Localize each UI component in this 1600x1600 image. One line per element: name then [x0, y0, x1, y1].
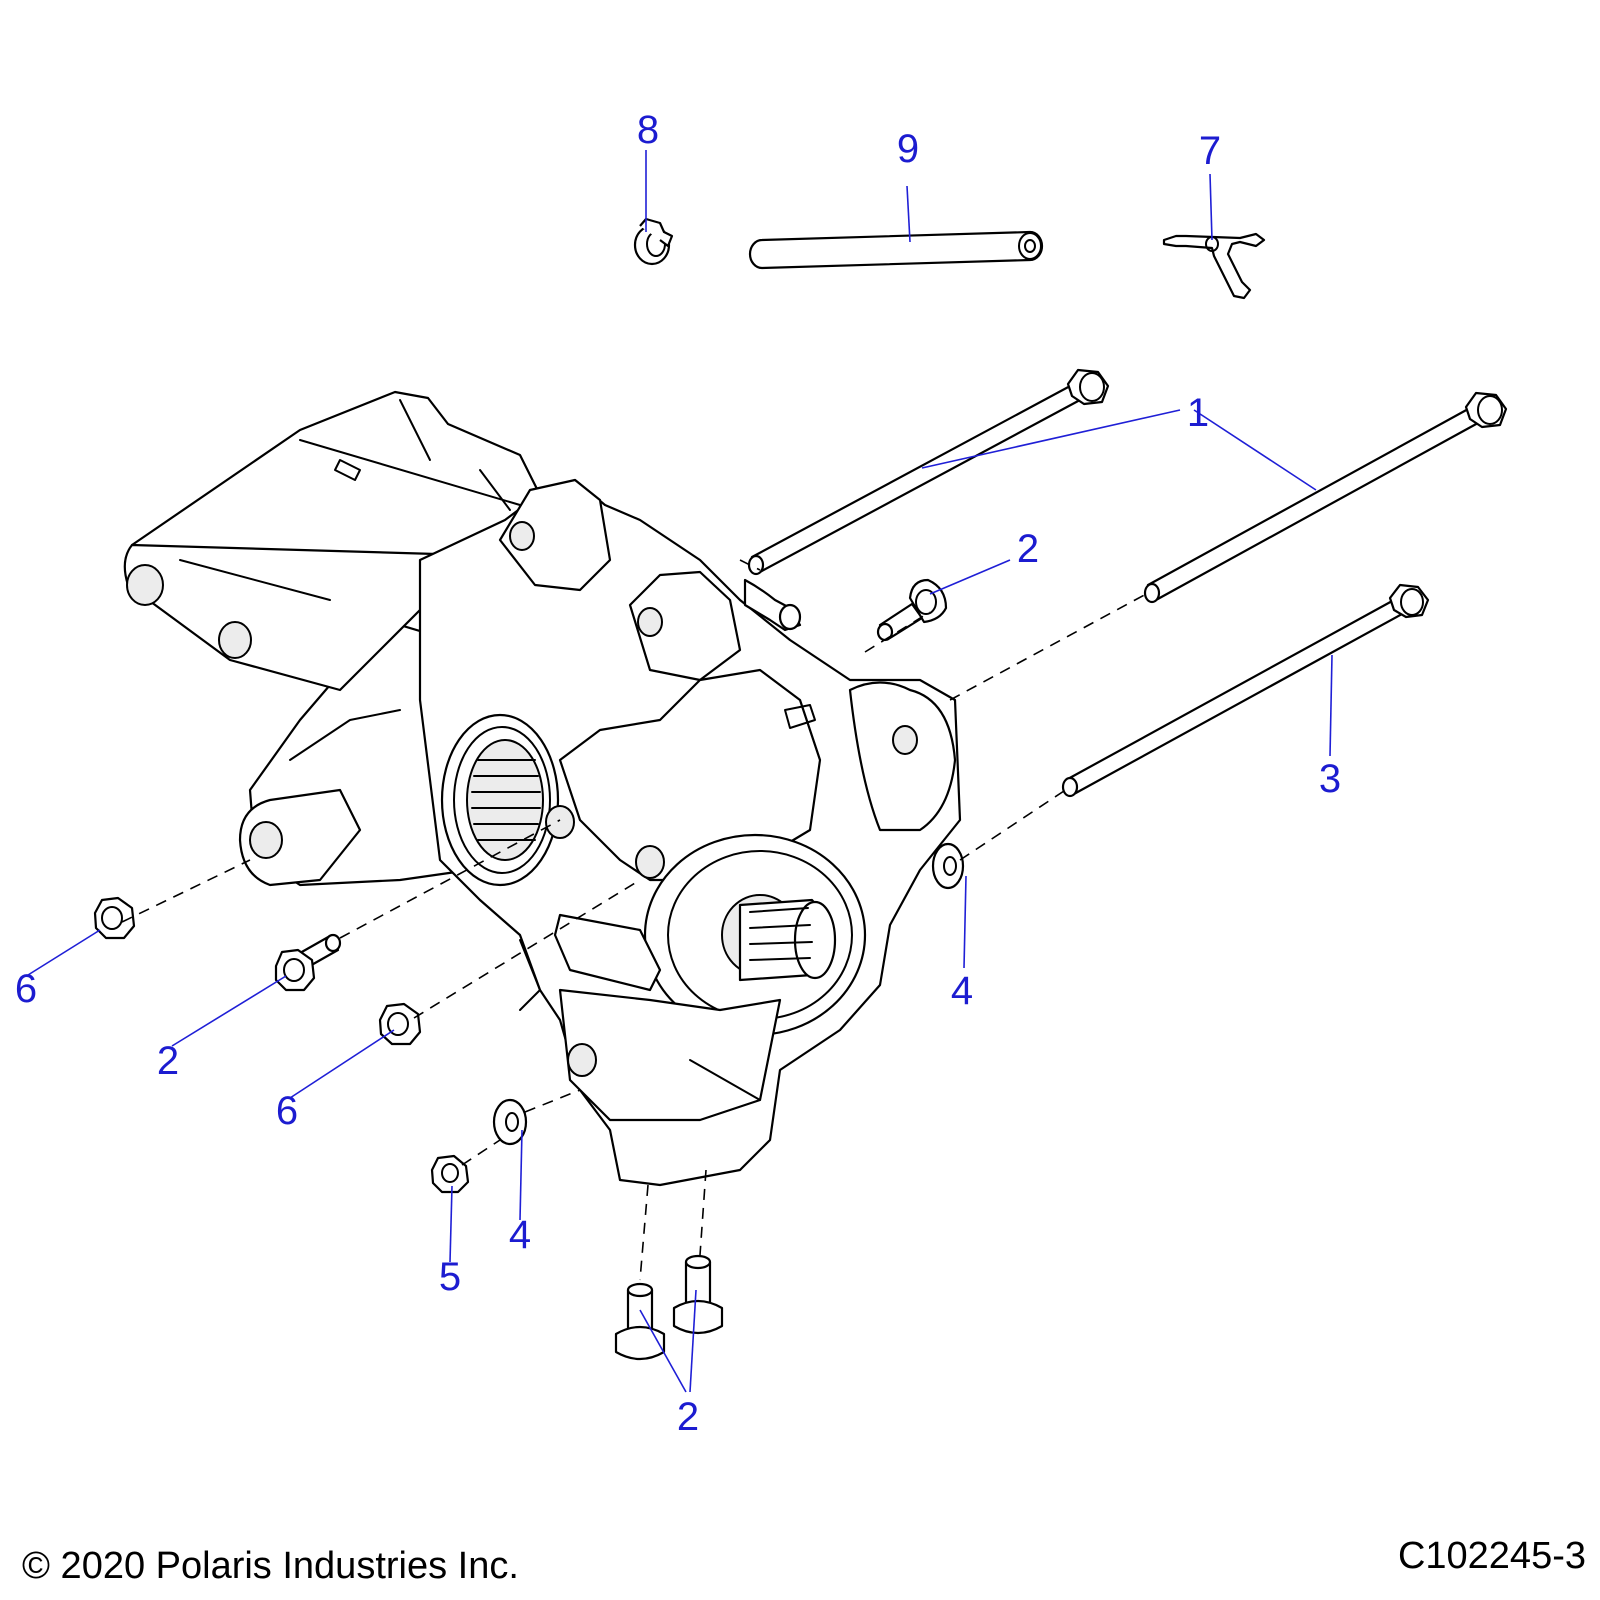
- leader-lines: [27, 150, 1333, 1393]
- callout-3: 3: [1319, 757, 1341, 801]
- callout-4-lower: 4: [509, 1213, 531, 1257]
- tee-fitting: [1162, 232, 1266, 300]
- assembly-lines: [121, 559, 1149, 1281]
- long-bolt-right: [1143, 391, 1508, 604]
- copyright-notice: © 2020 Polaris Industries Inc.: [22, 1545, 519, 1587]
- callout-6-left: 6: [15, 967, 37, 1011]
- callout-5: 5: [439, 1255, 461, 1299]
- vent-hose: [748, 230, 1044, 270]
- output-spline: [738, 898, 837, 982]
- callout-9: 9: [897, 127, 919, 171]
- flange-bolt-bottom-right: [672, 1254, 724, 1335]
- flange-bolt-left: [274, 933, 342, 992]
- washer-lower: [492, 1098, 528, 1146]
- callout-labels: 8 9 7 1 2 3 4 6 2 6 4 5 2: [15, 108, 1341, 1439]
- hex-nut: [430, 1154, 470, 1194]
- drawing-number: C102245-3: [1398, 1535, 1586, 1577]
- callout-8: 8: [637, 108, 659, 152]
- washer-right: [931, 842, 965, 890]
- flange-nut-middle: [378, 1002, 422, 1046]
- callout-2-left: 2: [157, 1039, 179, 1083]
- callout-7: 7: [1199, 129, 1221, 173]
- callout-2-upper: 2: [1017, 527, 1039, 571]
- long-bolt-upper: [747, 368, 1110, 576]
- callout-2-bottom: 2: [677, 1395, 699, 1439]
- hose-clamp: [633, 217, 674, 266]
- long-bolt-lower: [1061, 583, 1430, 798]
- flange-bolt-bottom-left: [614, 1282, 666, 1361]
- transmission-housing: [123, 390, 962, 1187]
- flange-bolt-top: [876, 578, 948, 642]
- callout-1: 1: [1187, 391, 1209, 435]
- spline-teeth: [471, 759, 541, 841]
- flange-nut-left: [93, 896, 136, 940]
- callout-4-right: 4: [951, 969, 973, 1013]
- callout-6-middle: 6: [276, 1089, 298, 1133]
